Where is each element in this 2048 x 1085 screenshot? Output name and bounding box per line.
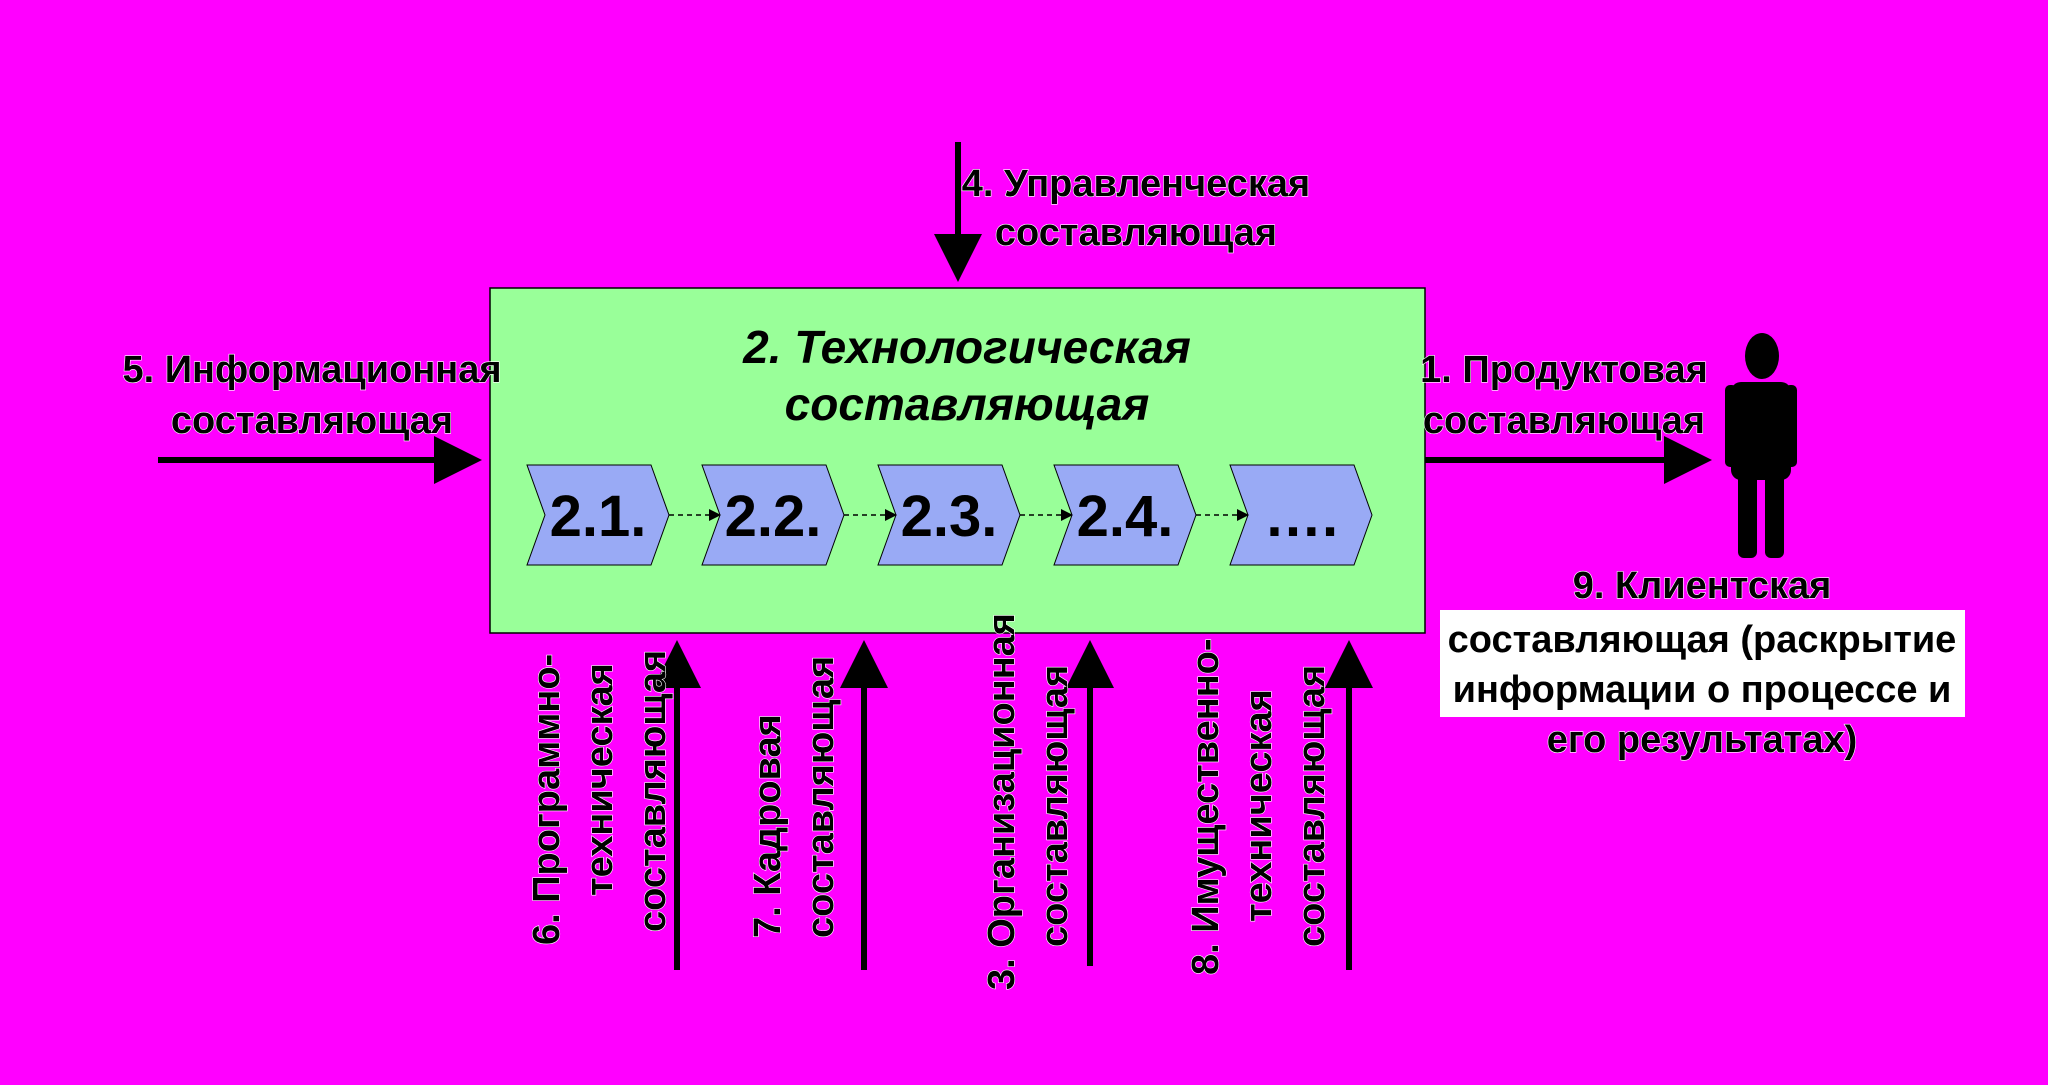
bottom-input-label-3: 3. Организационная составляющая (980, 612, 1076, 990)
step-label-5: …. (1264, 484, 1338, 549)
bottom-input-7-line1: 7. Кадровая (747, 714, 789, 938)
bottom-input-8-line2: техническая (1238, 689, 1280, 922)
client-info-box (1440, 610, 1965, 717)
main-box-title-line2: составляющая (785, 378, 1150, 430)
step-chevron-3: 2.3. (877, 464, 1021, 566)
left-input-label-line2: составляющая (171, 400, 453, 442)
step-label-3: 2.3. (901, 484, 998, 549)
step-label-1: 2.1. (550, 484, 647, 549)
client-label-line4: его результатах) (1547, 719, 1858, 761)
client-label-line3: информации о процессе и (1453, 669, 1952, 711)
client-label-line1: 9. Клиентская (1573, 565, 1832, 607)
main-process-box (489, 287, 1426, 634)
step-chevron-5: …. (1229, 464, 1373, 566)
bottom-input-label-6: 6. Программно- техническая составляющая (525, 649, 674, 945)
bottom-input-6-line2: техническая (579, 663, 621, 896)
top-input-label-line1: 4. Управленческая (962, 163, 1310, 205)
right-output-label-line1: 1. Продуктовая (1420, 349, 1708, 391)
step-chevron-2: 2.2. (701, 464, 845, 566)
bottom-input-8-line3: составляющая (1291, 665, 1333, 947)
bottom-input-6-line3: составляющая (632, 650, 674, 932)
bottom-input-7-line2: составляющая (800, 656, 842, 938)
bottom-input-label-8: 8. Имущественно- техническая составляюща… (1184, 638, 1333, 976)
bottom-input-8-line1: 8. Имущественно- (1185, 638, 1227, 975)
bottom-input-3-line1: 3. Организационная (981, 613, 1023, 990)
step-label-2: 2.2. (725, 484, 822, 549)
client-label-line2: составляющая (раскрытие (1448, 619, 1957, 661)
person-icon (1725, 333, 1797, 558)
left-input-label-line1: 5. Информационная (122, 349, 501, 391)
step-chevron-1: 2.1. (526, 464, 670, 566)
right-output-label-line2: составляющая (1423, 400, 1705, 442)
step-chevron-4: 2.4. (1053, 464, 1197, 566)
bottom-input-3-line2: составляющая (1034, 665, 1076, 947)
top-input-label-line2: составляющая (995, 212, 1277, 254)
bottom-input-label-7: 7. Кадровая составляющая (746, 655, 842, 938)
main-box-title-line1: 2. Технологическая (742, 321, 1191, 373)
step-label-4: 2.4. (1077, 484, 1174, 549)
bottom-input-6-line1: 6. Программно- (526, 654, 568, 945)
